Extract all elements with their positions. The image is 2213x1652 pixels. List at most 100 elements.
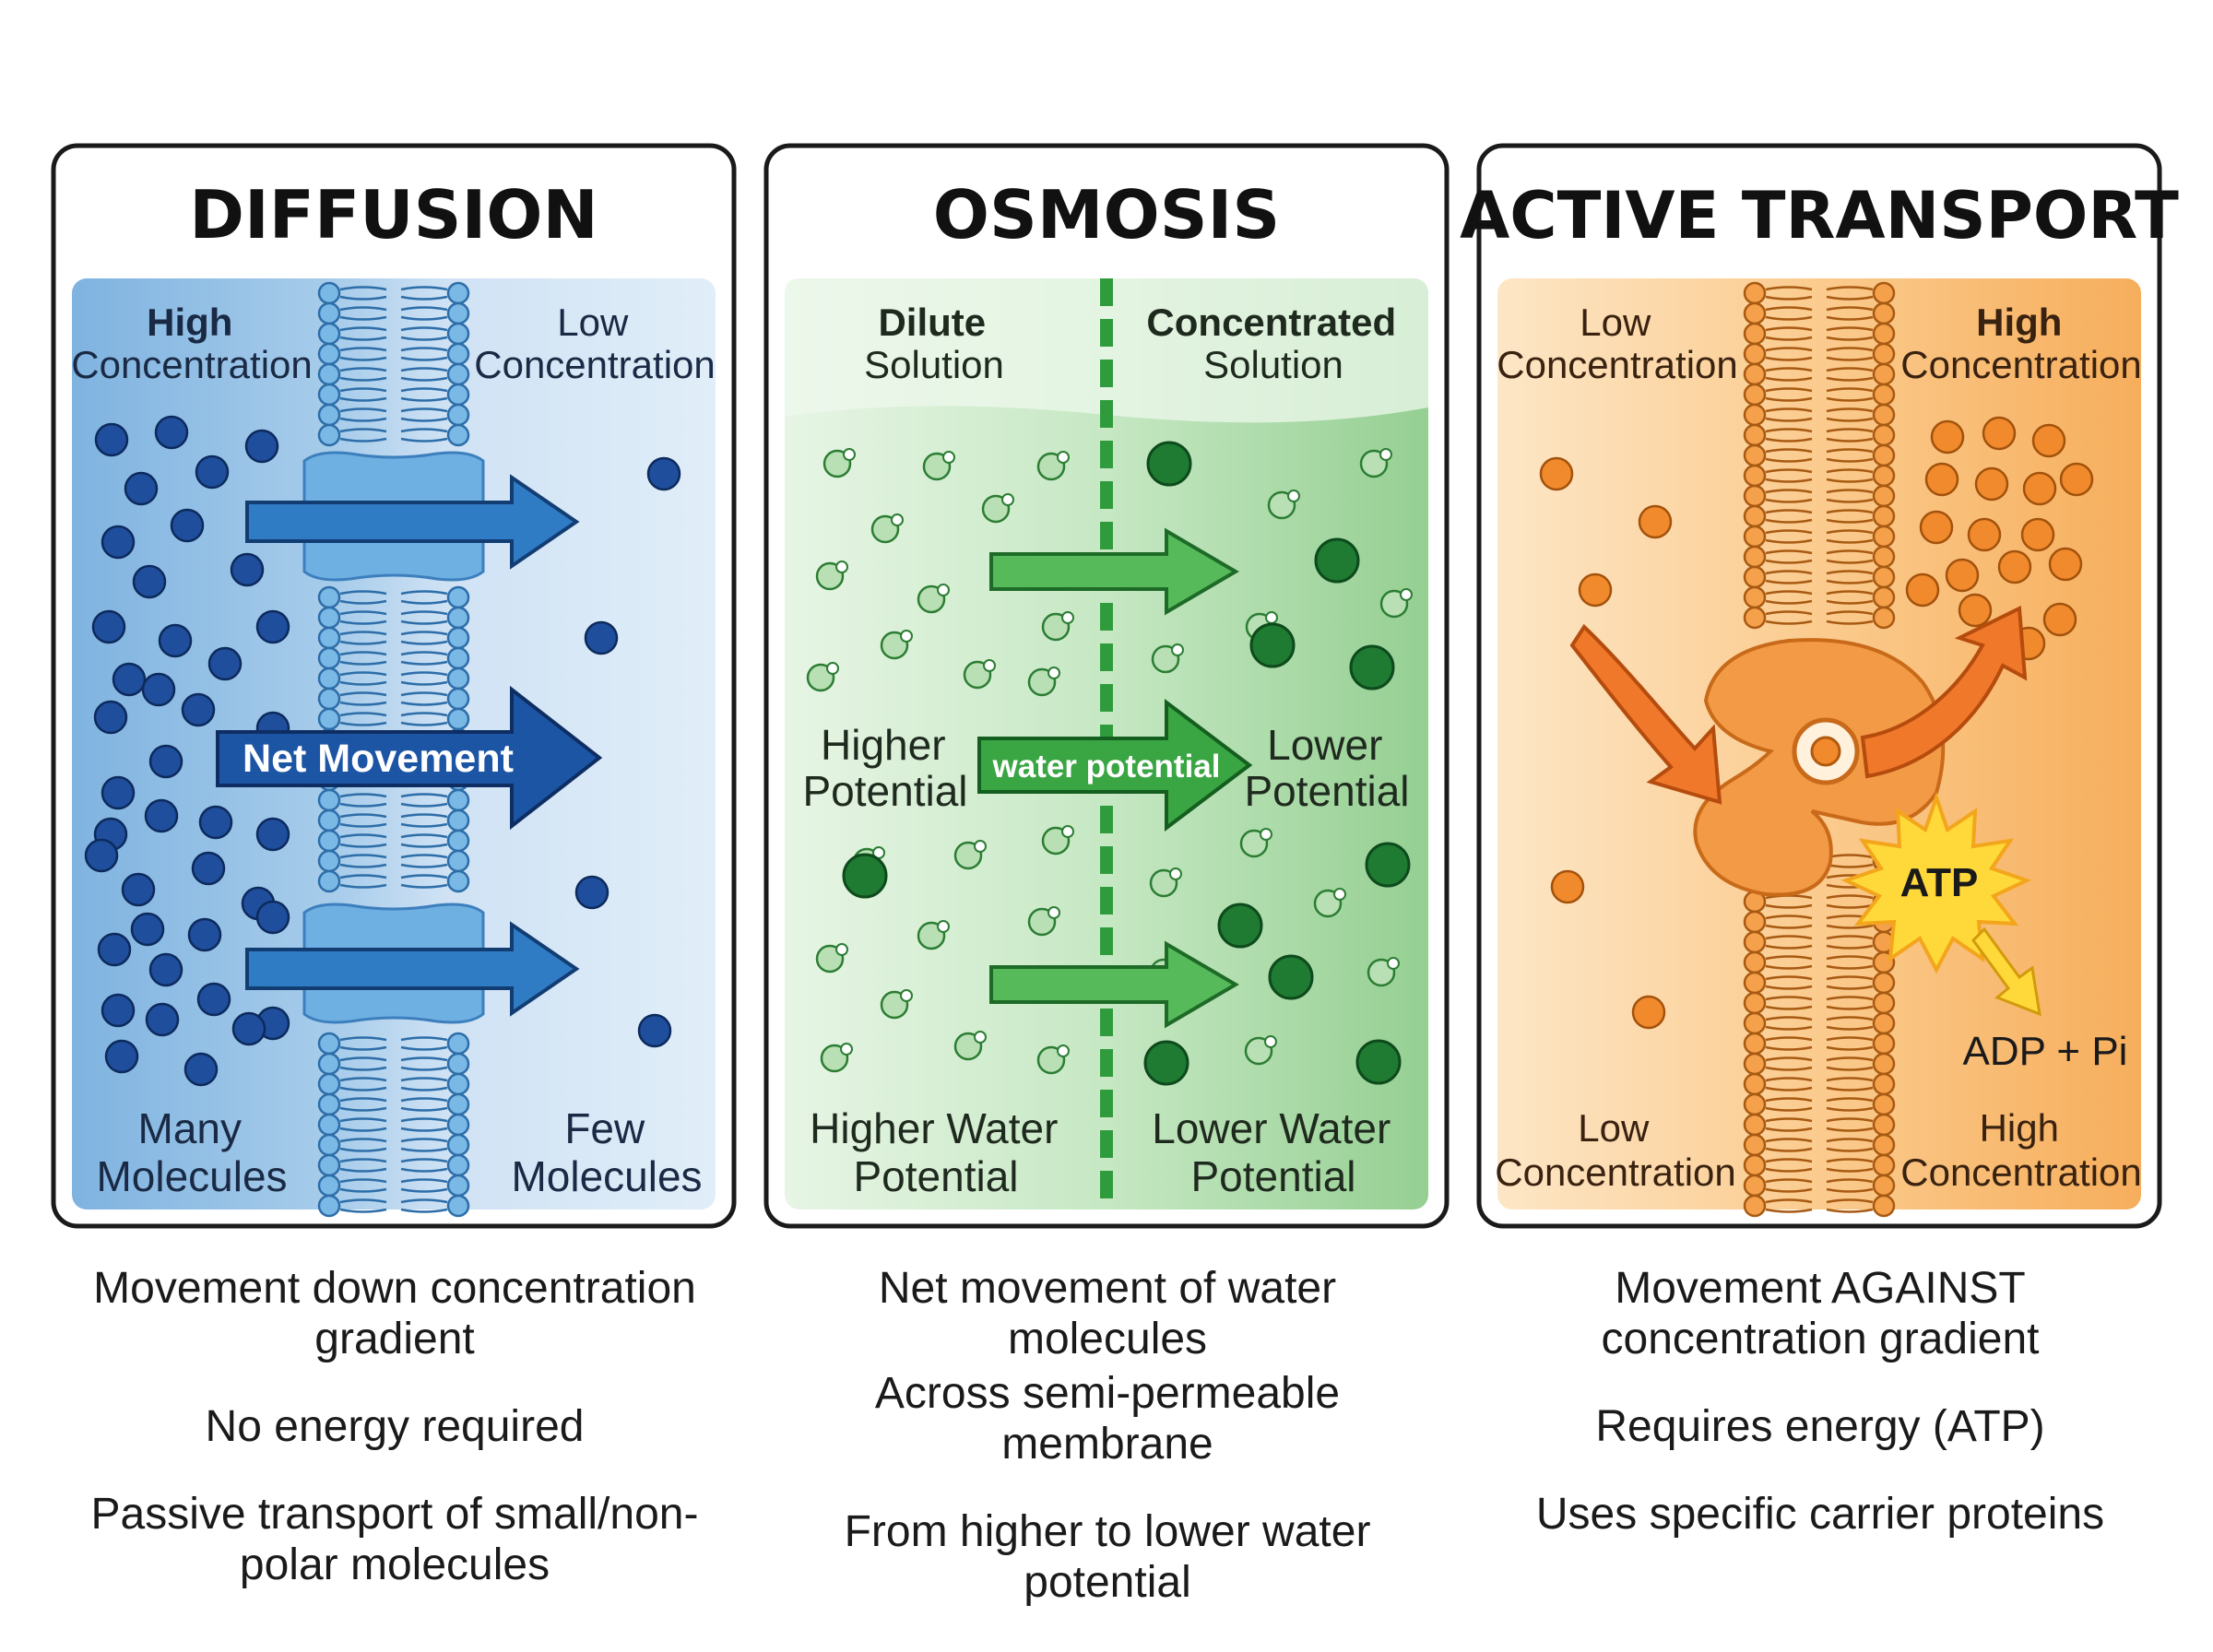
- solute-molecules: [842, 441, 1411, 1086]
- phospholipid-tail: [339, 326, 387, 341]
- phospholipid-tail: [1765, 590, 1813, 605]
- phospholipid-tail: [1826, 1158, 1874, 1173]
- phospholipid-tail: [1826, 996, 1874, 1010]
- phospholipid-head: [1872, 545, 1896, 569]
- phospholipid-head: [317, 281, 341, 305]
- solute-molecule: [1982, 416, 2017, 451]
- phospholipid-head: [1872, 443, 1896, 467]
- phospholipid-tail: [339, 286, 387, 301]
- phospholipid-tail: [400, 1158, 448, 1173]
- net-movement-arrow: [216, 685, 603, 831]
- osmosis-bottom-right: Lower Water Potential: [1152, 1104, 1395, 1200]
- phospholipid-head: [1872, 322, 1896, 346]
- solute-molecule: [1314, 537, 1360, 584]
- phospholipid-head: [446, 1072, 470, 1096]
- phospholipid-tail: [400, 671, 448, 686]
- phospholipid-tail: [1765, 367, 1813, 382]
- solute-molecule: [121, 872, 156, 907]
- phospholipid-head: [317, 1052, 341, 1076]
- phospholipid-head: [1872, 971, 1896, 995]
- solute-molecule: [195, 454, 230, 490]
- phospholipid-tail: [1826, 489, 1874, 503]
- phospholipid-tail: [400, 1138, 448, 1152]
- phospholipid-head: [317, 788, 341, 812]
- phospholipid-head: [446, 383, 470, 407]
- water-hydrogen: [1169, 867, 1182, 880]
- phospholipid-head: [446, 362, 470, 386]
- phospholipid-tail: [400, 651, 448, 666]
- phospholipid-head: [1872, 281, 1896, 305]
- phospholipid-tail: [1826, 955, 1874, 970]
- solute-molecule: [1958, 593, 1993, 628]
- phospholipid-tail: [400, 1198, 448, 1213]
- phospholipid-head: [446, 667, 470, 690]
- solute-molecule: [1143, 1040, 1189, 1086]
- phospholipid-head: [317, 383, 341, 407]
- solute-molecule: [101, 993, 136, 1028]
- phospholipid-head: [1743, 971, 1767, 995]
- phospholipid-tail: [1765, 1178, 1813, 1193]
- solute-molecule: [1631, 995, 1666, 1030]
- phospholipid-head: [1743, 1072, 1767, 1096]
- phospholipid-tail: [1826, 407, 1874, 422]
- phospholipid-tail: [1765, 529, 1813, 544]
- solute-molecule: [1578, 572, 1613, 608]
- phospholipid-tail: [339, 1138, 387, 1152]
- phospholipid-tail: [339, 590, 387, 605]
- phospholipid-head: [446, 301, 470, 325]
- phospholipid-tail: [1765, 549, 1813, 564]
- phospholipid-tail: [339, 813, 387, 828]
- phospholipid-tail: [400, 793, 448, 808]
- phospholipid-tail: [1765, 286, 1813, 301]
- solute-molecule: [198, 805, 233, 840]
- solute-molecule: [1355, 1039, 1402, 1085]
- bound-molecule: [1810, 736, 1841, 767]
- osmosis-water-surface: [785, 278, 1428, 423]
- water-hydrogen: [937, 584, 950, 596]
- phospholipid-head: [1743, 1092, 1767, 1116]
- diffusion-arrow-top: [245, 474, 580, 570]
- diffusion-arrow-bottom: [245, 921, 580, 1017]
- phospholipid-tail: [400, 347, 448, 361]
- solute-molecule: [584, 620, 619, 655]
- solute-molecule: [2048, 547, 2083, 582]
- phospholipid-head: [446, 281, 470, 305]
- phospholipid-head: [446, 1092, 470, 1116]
- diffusion-desc-3: Passive transport of small/non-polar mol…: [90, 1490, 699, 1589]
- phospholipid-head: [1743, 1113, 1767, 1137]
- solute-molecule: [181, 692, 216, 727]
- water-potential-label: water potential: [992, 749, 1221, 785]
- solute-molecule: [255, 609, 290, 644]
- phospholipid-tail: [1826, 570, 1874, 584]
- phospholipid-tail: [339, 306, 387, 321]
- phospholipid-head: [1743, 301, 1767, 325]
- water-hydrogen: [1001, 493, 1014, 506]
- atp-to-adp-arrow: [1971, 926, 2041, 1017]
- phospholipid-tail: [339, 1178, 387, 1193]
- phospholipid-tail: [1765, 1056, 1813, 1071]
- diffusion-desc-1: Movement down concentration gradient: [93, 1264, 696, 1363]
- phospholipid-head: [446, 606, 470, 630]
- phospholipid-head: [1743, 991, 1767, 1015]
- phospholipid-tail: [1765, 610, 1813, 625]
- phospholipid-tail: [1765, 1077, 1813, 1092]
- phospholipid-tail: [1765, 1138, 1813, 1152]
- diffusion-left-label: High Concentration: [71, 301, 313, 386]
- active-desc-1: Movement AGAINST concentration gradient: [1601, 1264, 2040, 1363]
- active-transport-description: Movement AGAINST concentration gradient …: [1497, 1263, 2143, 1540]
- phospholipid-tail: [1826, 1097, 1874, 1112]
- phospholipid-tail: [400, 854, 448, 868]
- phospholipid-head: [317, 423, 341, 447]
- solute-molecule: [2042, 602, 2077, 637]
- phospholipid-head: [446, 342, 470, 366]
- solute-molecule: [207, 646, 243, 681]
- phospholipid-tail: [1826, 529, 1874, 544]
- phospholipid-head: [446, 1133, 470, 1157]
- water-hydrogen: [1387, 957, 1400, 970]
- osmosis-desc-2: Across semi-permeable membrane: [874, 1369, 1341, 1469]
- phospholipid-tail: [1826, 468, 1874, 483]
- water-hydrogen: [900, 630, 913, 643]
- phospholipid-head: [446, 788, 470, 812]
- solute-molecule: [1550, 869, 1585, 904]
- phospholipid-tail: [339, 367, 387, 382]
